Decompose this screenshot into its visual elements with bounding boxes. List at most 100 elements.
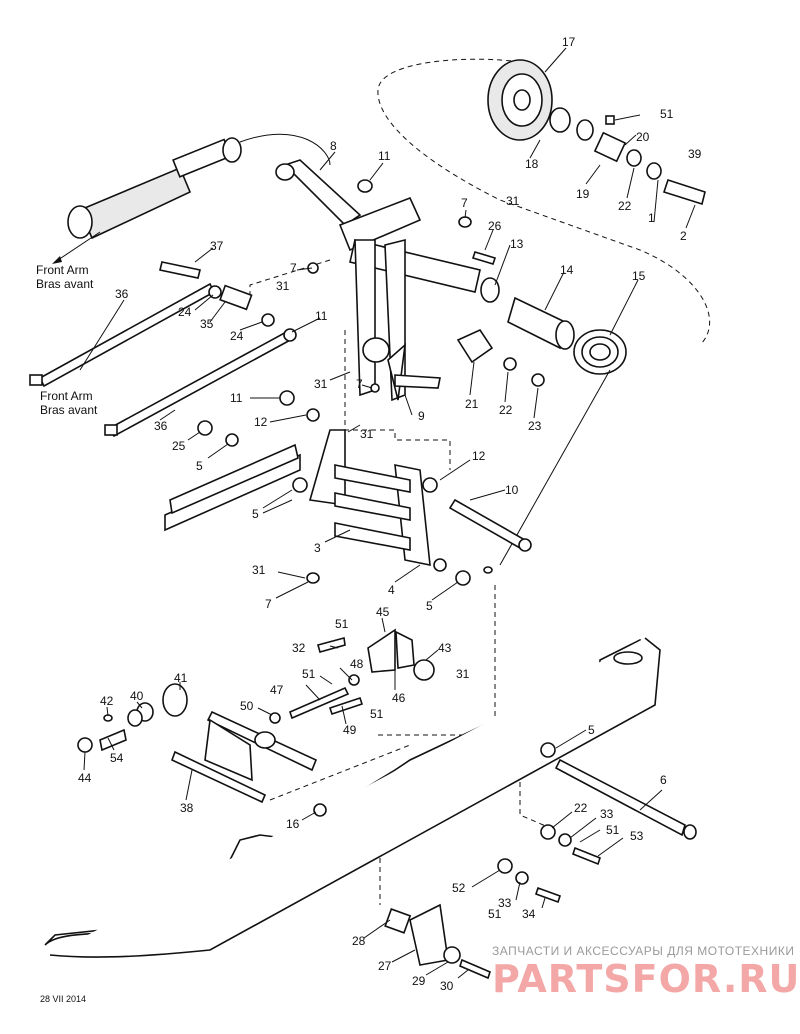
callout-51d: 51 [370, 707, 384, 721]
front-arm-label-fr-1: Bras avant [36, 277, 94, 291]
front-arm-label-en-2: Front Arm [40, 389, 93, 403]
callout-numbers: 17 51 20 39 18 19 22 1 2 8 11 7 31 26 13… [78, 35, 702, 993]
callout-31: 31 [506, 194, 520, 208]
callout-5d: 5 [588, 723, 595, 737]
callout-31f: 31 [456, 667, 470, 681]
callout-19: 19 [576, 187, 590, 201]
callout-32: 32 [292, 641, 306, 655]
callout-39: 39 [688, 147, 702, 161]
callout-36b: 36 [154, 419, 168, 433]
idler-wheel-assembly [487, 59, 706, 206]
callout-11c: 11 [230, 391, 243, 405]
callout-18: 18 [525, 157, 539, 171]
callout-49: 49 [343, 723, 357, 737]
callout-8: 8 [330, 139, 337, 153]
sleeve-and-spring [483, 296, 627, 574]
callout-50: 50 [240, 699, 254, 713]
callout-51b: 51 [335, 617, 349, 631]
callout-40: 40 [130, 689, 144, 703]
callout-21: 21 [465, 397, 479, 411]
callout-33: 33 [600, 807, 614, 821]
callout-52: 52 [452, 881, 466, 895]
main-slide-rail [44, 637, 661, 958]
callout-6: 6 [660, 773, 667, 787]
callout-3: 3 [314, 541, 321, 555]
short-rail-piece [164, 443, 301, 532]
callout-30: 30 [440, 979, 454, 993]
callout-24: 24 [178, 305, 192, 319]
callout-28: 28 [352, 934, 366, 948]
callout-54: 54 [110, 751, 124, 765]
callout-9: 9 [418, 409, 425, 423]
callout-42: 42 [100, 694, 114, 708]
callout-5c: 5 [426, 599, 433, 613]
callout-7b: 7 [290, 261, 297, 275]
callout-31d: 31 [360, 427, 374, 441]
front-arm-labels: Front Arm Bras avant Front Arm Bras avan… [36, 263, 98, 417]
callout-10: 10 [505, 483, 519, 497]
callout-7d: 7 [265, 597, 272, 611]
watermark-subtitle: ЗАПЧАСТИ И АКСЕССУАРЫ ДЛЯ МОТОТЕХНИКИ [492, 944, 794, 958]
callout-34: 34 [522, 907, 536, 921]
callout-25: 25 [172, 439, 186, 453]
watermark-brand: PARTSFOR.RU [492, 957, 800, 1001]
callout-41: 41 [174, 671, 188, 685]
callout-17: 17 [562, 35, 576, 49]
front-arm-label-en-1: Front Arm [36, 263, 89, 277]
callout-22: 22 [618, 199, 632, 213]
callout-5: 5 [196, 459, 203, 473]
callout-31e: 31 [252, 563, 266, 577]
callout-7: 7 [461, 196, 468, 210]
callout-4: 4 [388, 583, 395, 597]
callout-36: 36 [115, 287, 129, 301]
clamp-assembly [269, 628, 435, 724]
arm-links [354, 238, 441, 402]
callout-1: 1 [648, 211, 655, 225]
callout-13: 13 [510, 237, 524, 251]
callout-43: 43 [438, 641, 452, 655]
callout-51f: 51 [488, 907, 502, 921]
callout-26: 26 [488, 219, 502, 233]
callout-37: 37 [210, 239, 224, 253]
callout-27: 27 [378, 959, 392, 973]
callout-51c: 51 [302, 667, 316, 681]
callout-31b: 31 [276, 279, 290, 293]
callout-46: 46 [392, 691, 406, 705]
callout-7c: 7 [356, 377, 363, 391]
callout-15: 15 [632, 269, 646, 283]
callout-5b: 5 [252, 507, 259, 521]
callout-33b: 33 [498, 896, 512, 910]
callout-51: 51 [660, 107, 674, 121]
lower-arm-frame [308, 429, 532, 566]
rail-hardware [313, 742, 697, 904]
callout-47: 47 [270, 683, 284, 697]
callout-48: 48 [350, 657, 364, 671]
leader-lines [79, 47, 696, 979]
watermark: ЗАПЧАСТИ И АКСЕССУАРЫ ДЛЯ МОТОТЕХНИКИ PA… [492, 944, 800, 1001]
rear-wheel-bracket [384, 903, 491, 980]
callout-12: 12 [254, 415, 268, 429]
callout-45: 45 [376, 605, 390, 619]
callout-38: 38 [180, 801, 194, 815]
callout-12b: 12 [472, 449, 486, 463]
upper-arm-crossbar [275, 159, 500, 303]
callout-53: 53 [630, 829, 644, 843]
callout-14: 14 [560, 263, 574, 277]
callout-51e: 51 [606, 823, 620, 837]
callout-31c: 31 [314, 377, 328, 391]
callout-23: 23 [528, 419, 542, 433]
callout-20: 20 [636, 130, 650, 144]
callout-22c: 22 [574, 801, 588, 815]
callout-24b: 24 [230, 329, 244, 343]
callout-22b: 22 [499, 403, 513, 417]
front-arm-rods [29, 261, 296, 438]
callout-29: 29 [412, 974, 426, 988]
washers-and-nuts [197, 179, 545, 586]
callout-35: 35 [200, 317, 214, 331]
callout-11b: 11 [315, 309, 328, 323]
drawing-code: 28 VII 2014 [40, 994, 86, 1004]
shock-absorber [52, 133, 331, 264]
callout-44: 44 [78, 771, 92, 785]
